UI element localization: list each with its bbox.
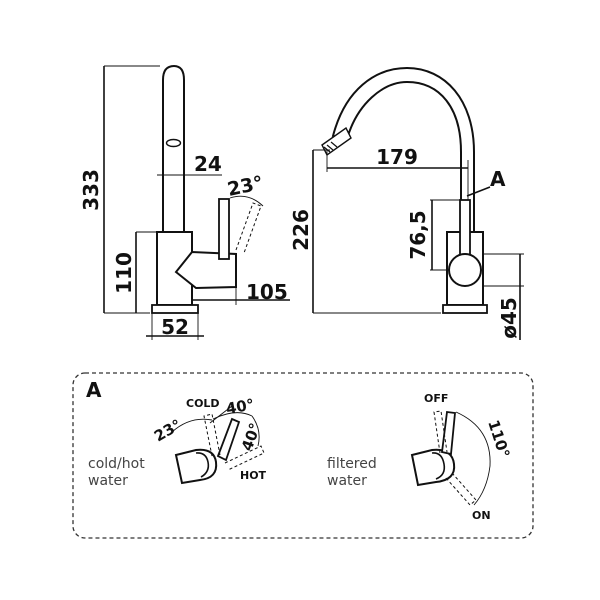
left-angle-40-hot: 40° <box>238 421 265 454</box>
side-base <box>151 304 199 314</box>
front-knob <box>448 253 482 287</box>
side-lever <box>218 198 230 260</box>
off-label: OFF <box>424 392 448 405</box>
detail-a-frame <box>72 372 534 539</box>
dim-spout-width-24: 24 <box>194 152 222 176</box>
detail-filtered-mixer <box>410 410 491 506</box>
filtered-caption-line1: filtered <box>327 456 377 472</box>
front-lever <box>459 199 471 261</box>
filtered-caption-line2: water <box>327 473 367 489</box>
dim-base-diameter-52: 52 <box>161 315 189 339</box>
dim-base-diameter-45: ø45 <box>497 297 521 339</box>
dim-height-333: 333 <box>79 169 103 211</box>
cold-label: COLD <box>186 397 220 410</box>
front-view: 179 A 226 76,5 ø45 <box>289 66 524 340</box>
dim-spout-height-226: 226 <box>289 209 313 251</box>
dim-lever-angle-23: 23° <box>225 172 265 201</box>
left-angle-40-cold: 40° <box>225 395 256 418</box>
detail-marker-a: A <box>490 167 506 191</box>
detail-a-box: A 23° COLD 40° 40° HOT cold/hot water <box>72 372 534 539</box>
hot-label: HOT <box>240 469 267 482</box>
side-lever-joint <box>174 250 237 290</box>
cold-hot-caption-line2: water <box>88 473 128 489</box>
side-view: 333 24 23° 110 105 52 <box>79 64 290 340</box>
detail-a-title: A <box>86 378 102 402</box>
detail-cold-hot-mixer <box>171 405 265 485</box>
side-aerator <box>165 138 182 148</box>
cold-hot-caption-line1: cold/hot <box>88 456 145 472</box>
right-angle-110: 110° <box>484 418 513 460</box>
on-label: ON <box>472 509 491 522</box>
left-angle-23: 23° <box>151 416 185 446</box>
front-base <box>442 304 488 314</box>
front-aerator <box>321 126 352 157</box>
side-spout-tube <box>162 64 185 233</box>
dim-spout-reach-179: 179 <box>376 145 418 169</box>
dim-lever-reach-105: 105 <box>246 280 288 304</box>
side-lever-ghost <box>235 202 262 254</box>
dim-base-height-110: 110 <box>112 252 136 294</box>
dim-lever-height-76-5: 76,5 <box>406 210 430 259</box>
